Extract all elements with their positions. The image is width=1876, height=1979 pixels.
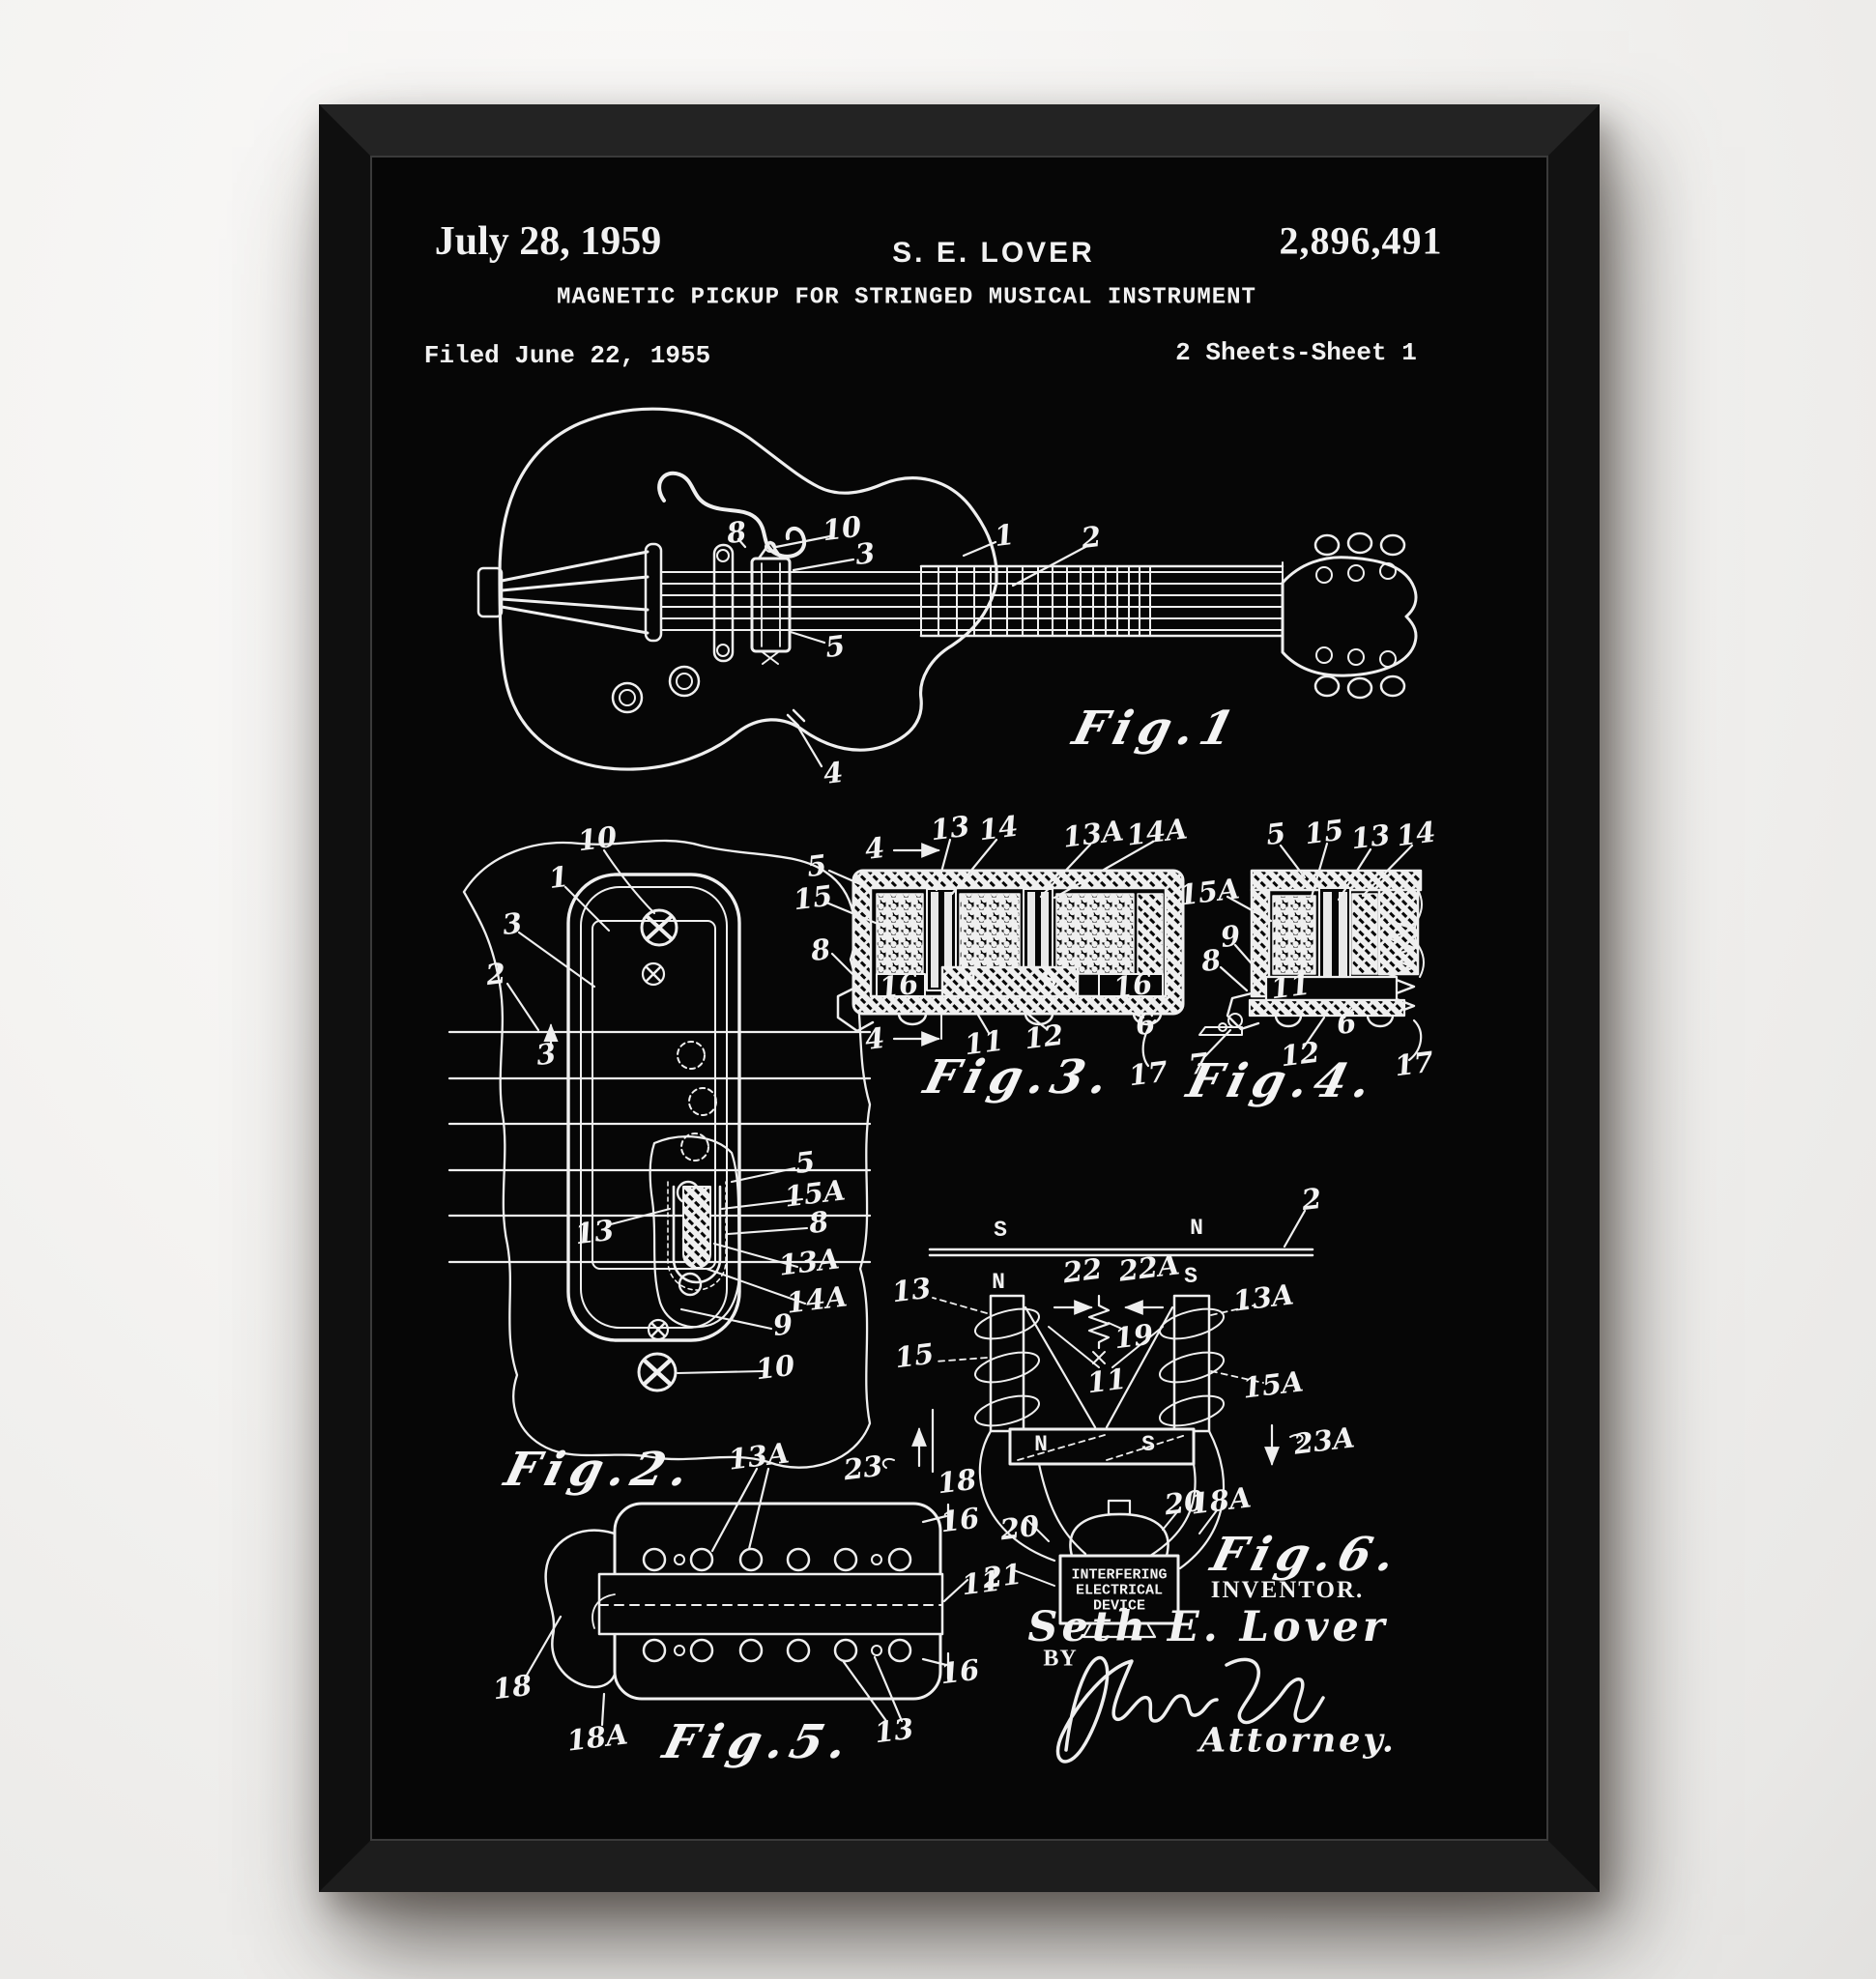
fig1-label: Fig.1: [1068, 702, 1247, 756]
ref-numeral: 16: [938, 1653, 981, 1691]
ref-numeral: 13: [890, 1272, 933, 1309]
ref-numeral: 3: [534, 1037, 558, 1072]
ref-numeral: 13: [1349, 818, 1392, 856]
ref-numeral: 14: [1395, 816, 1437, 853]
ref-numeral: 11: [1269, 968, 1312, 1006]
ref-numeral: 16: [1111, 967, 1154, 1005]
ref-numeral: 5: [823, 629, 847, 664]
patent-title: MAGNETIC PICKUP FOR STRINGED MUSICAL INS…: [557, 285, 1256, 311]
ref-numeral: 18: [936, 1463, 978, 1501]
ref-numeral: 13: [573, 1214, 616, 1251]
ref-numeral: 9: [1219, 919, 1242, 954]
ref-numeral: 2: [484, 957, 507, 991]
fig3-label: Fig.3.: [919, 1050, 1121, 1104]
device-box-line: INTERFERING: [1071, 1567, 1167, 1584]
patent-figures: [372, 158, 1546, 1839]
ref-numeral: 3: [853, 536, 877, 571]
ref-numeral: 12: [1023, 1018, 1065, 1056]
ref-numeral: 2: [1300, 1182, 1323, 1217]
ref-numeral: 8: [1199, 943, 1223, 978]
ref-numeral: 21: [981, 1558, 1024, 1595]
ref-numeral: 16: [938, 1502, 981, 1539]
ref-numeral: 19: [1112, 1318, 1155, 1356]
ref-numeral: 11: [963, 1024, 1005, 1062]
patent-date: July 28, 1959: [435, 218, 662, 265]
string-pole: S: [994, 1218, 1007, 1243]
filed-line: Filed June 22, 1955: [424, 341, 710, 370]
fig1-guitar-drawing: [478, 409, 1416, 769]
ref-numeral: 6: [1134, 1007, 1157, 1042]
ref-numeral: 17: [1127, 1055, 1169, 1093]
fig2-label: Fig.2.: [500, 1443, 702, 1497]
ref-numeral: 4: [863, 1021, 886, 1056]
ref-numeral: 12: [1279, 1036, 1321, 1074]
fig5-baseplate: [525, 1469, 967, 1725]
ref-numeral: 22: [1061, 1252, 1104, 1290]
fig5-label: Fig.5.: [658, 1715, 860, 1769]
device-box-line: ELECTRICAL: [1076, 1583, 1163, 1599]
attorney-label: Attorney.: [1199, 1721, 1397, 1761]
inventor-name: Seth E. Lover: [1027, 1603, 1388, 1651]
ref-numeral: 11: [1085, 1362, 1128, 1400]
ref-numeral: 16: [878, 967, 920, 1005]
ref-numeral: 20: [998, 1509, 1041, 1547]
ref-numeral: 5: [805, 848, 828, 883]
ref-numeral: 14: [977, 810, 1020, 847]
ref-numeral: 10: [754, 1349, 796, 1387]
ref-numeral: 1: [993, 518, 1016, 553]
string-pole: N: [1190, 1216, 1203, 1241]
magnet-pole: N: [963, 968, 976, 993]
magnet-pole: S: [1043, 968, 1056, 993]
ref-numeral: 6: [1335, 1006, 1358, 1041]
ref-numeral: 7: [1187, 1047, 1210, 1081]
ref-numeral: 18: [491, 1669, 534, 1707]
coil-pole: N: [992, 1270, 1005, 1295]
magnet-pole: S: [1141, 1432, 1155, 1457]
picture-frame: July 28, 1959 S. E. LOVER 2,896,491 MAGN…: [319, 104, 1600, 1892]
magnet-pole: N: [1034, 1432, 1048, 1457]
ref-numeral: 13: [929, 810, 971, 847]
inventor-short-name: S. E. LOVER: [892, 237, 1095, 270]
ref-numeral: 8: [725, 515, 748, 550]
ref-numeral: 2: [1080, 520, 1103, 555]
ref-numeral: 23: [842, 1449, 884, 1487]
by-label: BY: [1043, 1647, 1077, 1673]
coil-pole: S: [1184, 1264, 1198, 1289]
patent-poster: July 28, 1959 S. E. LOVER 2,896,491 MAGN…: [372, 158, 1546, 1839]
ref-numeral: 10: [576, 820, 619, 858]
ref-numeral: 5: [1264, 817, 1287, 851]
ref-numeral: 17: [1393, 1046, 1435, 1083]
ref-numeral: 15: [1303, 814, 1345, 851]
ref-numeral: 3: [501, 906, 524, 941]
ref-numeral: 5: [794, 1145, 817, 1180]
ref-numeral: 13: [873, 1712, 915, 1750]
sheets-line: 2 Sheets-Sheet 1: [1175, 338, 1417, 367]
patent-number: 2,896,491: [1280, 218, 1443, 264]
ref-numeral: 15: [792, 879, 834, 917]
ref-numeral: 8: [809, 932, 832, 967]
ref-numeral: 9: [771, 1307, 794, 1342]
fig6-label: Fig.6.: [1206, 1528, 1408, 1582]
ref-numeral: 4: [822, 756, 845, 790]
ref-numeral: 1: [547, 860, 570, 895]
ref-numeral: 15: [893, 1337, 936, 1375]
inventor-heading: INVENTOR.: [1211, 1577, 1365, 1604]
ref-numeral: 8: [807, 1205, 830, 1240]
ref-numeral: 4: [863, 831, 886, 866]
